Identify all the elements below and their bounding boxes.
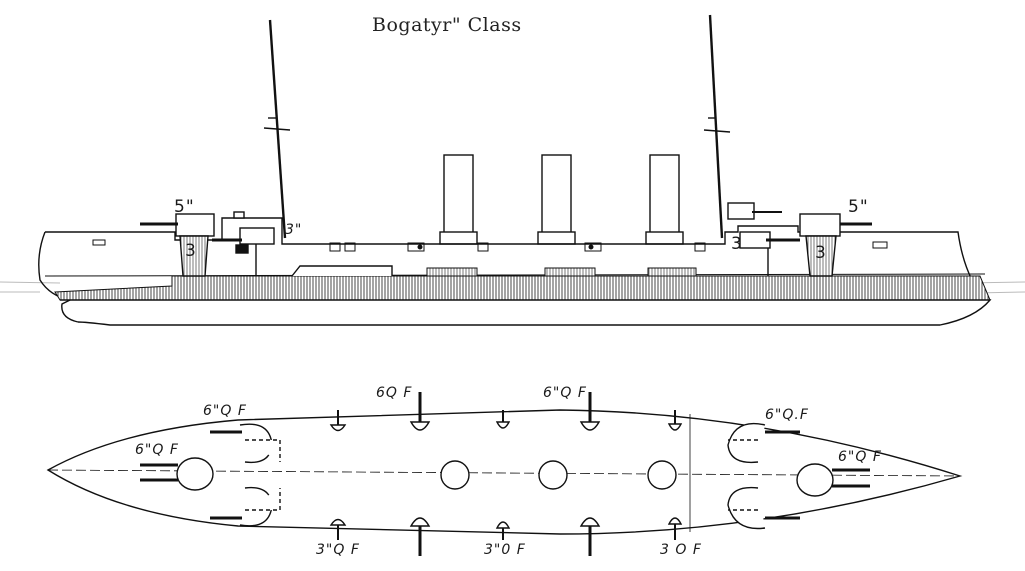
label-aft-3in: 3 — [815, 243, 827, 263]
drawing-title: Bogatyr" Class — [372, 14, 522, 36]
aft-turret-plan — [796, 463, 870, 497]
fore-secondary-guns — [212, 211, 275, 276]
fore-turret — [140, 213, 215, 277]
label-plan-6qf-5: 6"Q.F — [765, 407, 809, 423]
label-fore-3in: 3 — [185, 241, 197, 261]
armor-belt — [54, 275, 991, 301]
label-aft-5in: 5" — [848, 197, 869, 217]
main-mast — [708, 14, 724, 239]
label-plan-3qf-1: 3"Q F — [316, 542, 360, 558]
aft-secondary-guns — [727, 202, 800, 276]
label-plan-6qf-1: 6"Q F — [203, 403, 247, 419]
label-fore-3in-gun: 3" — [285, 222, 303, 238]
hull-lower — [60, 299, 992, 326]
aft-casemates — [727, 422, 800, 530]
label-plan-3qf-2: 3"0 F — [484, 542, 526, 558]
side-profile — [38, 14, 992, 326]
label-plan-6qf-6: 6"Q F — [838, 449, 882, 465]
label-fore-5in: 5" — [174, 197, 195, 217]
label-aft-3in-casemate: 3 — [731, 234, 743, 254]
label-plan-3qf-3: 3 O F — [660, 542, 702, 558]
label-plan-6qf-2: 6"Q F — [135, 442, 179, 458]
upper-side-guns — [329, 392, 683, 432]
portholes — [92, 239, 888, 252]
label-plan-6qf-3: 6Q F — [376, 385, 413, 401]
deck-plan — [46, 392, 963, 556]
funnels — [439, 154, 684, 245]
funnels-plan — [440, 460, 677, 490]
fore-turret-plan — [140, 457, 214, 491]
label-plan-6qf-4: 6"Q F — [543, 385, 587, 401]
aft-turret — [799, 213, 872, 277]
fore-casemates — [210, 423, 281, 527]
lower-side-guns — [329, 517, 683, 556]
